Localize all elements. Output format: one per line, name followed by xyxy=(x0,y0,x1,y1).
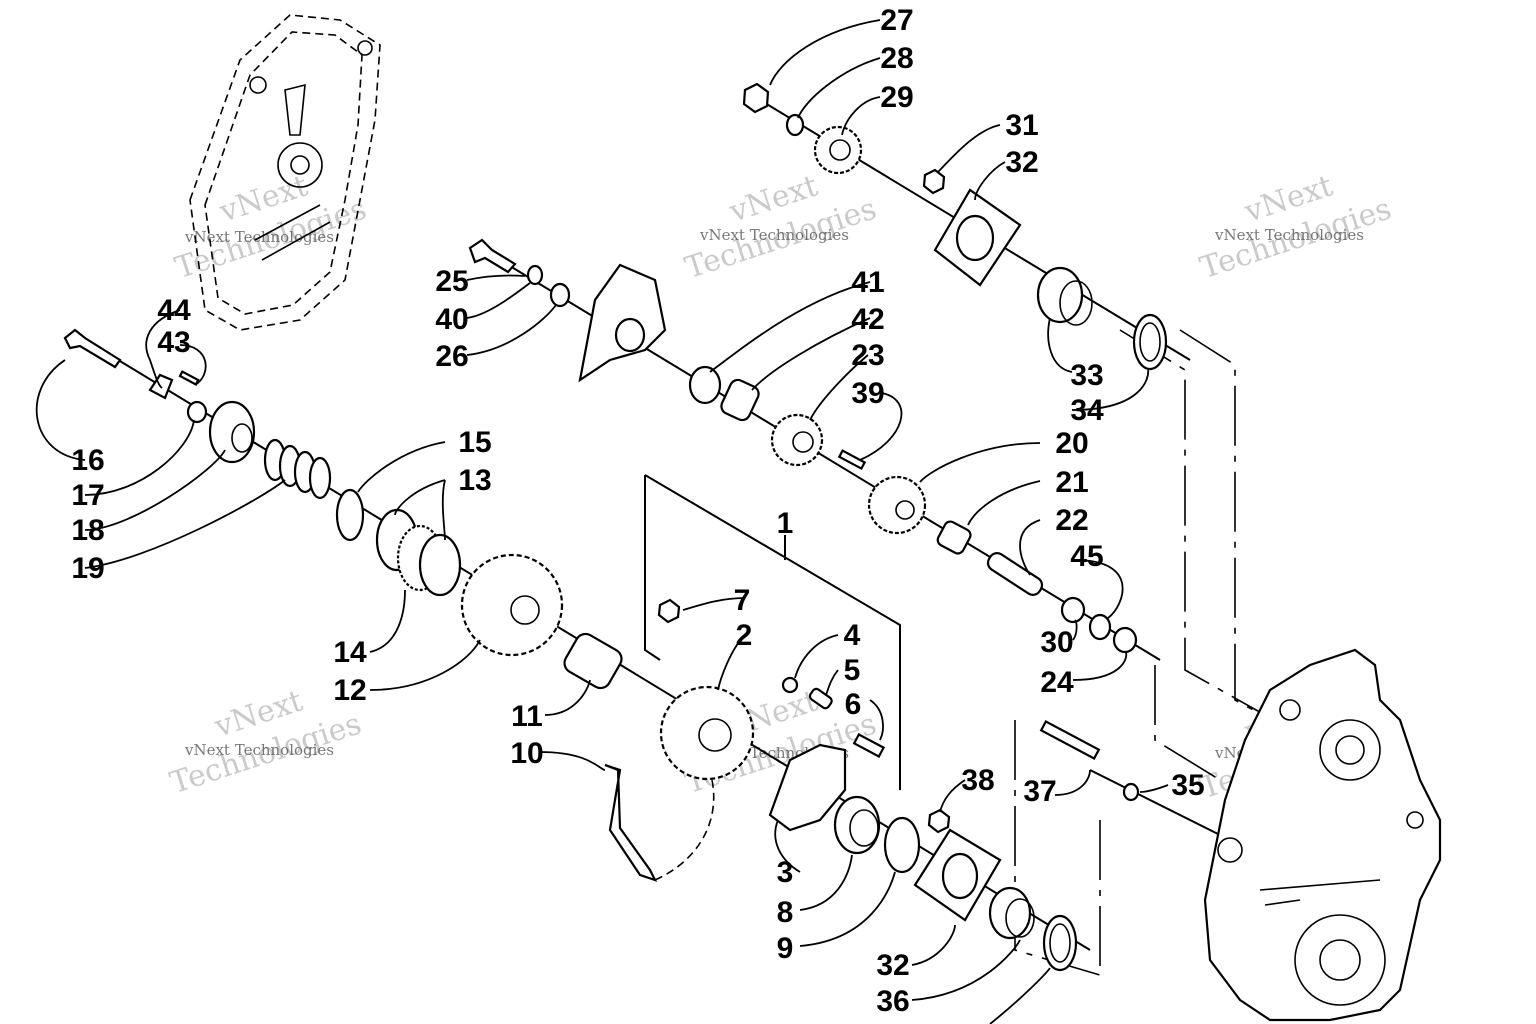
callout-25: 25 xyxy=(435,265,468,298)
bearing-21 xyxy=(936,520,972,555)
callout-27: 27 xyxy=(880,4,913,37)
callout-32-lower: 32 xyxy=(876,949,909,982)
washer-17 xyxy=(186,400,208,424)
spring-5 xyxy=(808,687,833,710)
callout-36: 36 xyxy=(876,985,909,1018)
callout-3: 3 xyxy=(777,856,794,889)
spacer-45 xyxy=(1088,613,1112,641)
callout-29: 29 xyxy=(880,81,913,114)
washer-24 xyxy=(1112,626,1138,654)
pin-39 xyxy=(837,449,867,471)
callout-10: 10 xyxy=(510,737,543,770)
callout-6: 6 xyxy=(845,688,862,721)
callout-28: 28 xyxy=(880,42,913,75)
nut-38 xyxy=(927,808,951,834)
callout-34: 34 xyxy=(1070,394,1104,427)
callout-42: 42 xyxy=(851,303,884,336)
callout-35: 35 xyxy=(1171,769,1204,802)
callout-5: 5 xyxy=(844,654,861,687)
washer-40 xyxy=(526,264,544,286)
callout-32-upper: 32 xyxy=(1005,146,1038,179)
spring-19 xyxy=(263,438,332,500)
washer-30 xyxy=(1060,596,1086,624)
thrust-washer-13b xyxy=(418,533,462,597)
bearing-42 xyxy=(720,378,760,422)
gear-11 xyxy=(563,632,623,690)
callout-19: 19 xyxy=(71,552,104,585)
callout-8: 8 xyxy=(777,896,794,929)
callout-20: 20 xyxy=(1055,427,1088,460)
sprocket-2 xyxy=(659,685,755,781)
spacer-tube-22 xyxy=(986,552,1044,596)
watermark-line: vNext Technologies xyxy=(1214,226,1364,244)
callout-11: 11 xyxy=(511,700,543,733)
callout-23: 23 xyxy=(851,339,884,372)
seal-34 xyxy=(1132,313,1168,371)
seal-36 xyxy=(1042,914,1078,972)
callout-13: 13 xyxy=(458,464,491,497)
cup-18 xyxy=(208,400,256,464)
snap-ring-15 xyxy=(335,488,365,542)
callout-15: 15 xyxy=(458,426,491,459)
callout-14: 14 xyxy=(333,636,367,669)
callout-18: 18 xyxy=(71,514,104,547)
callout-12: 12 xyxy=(333,674,366,707)
callout-39: 39 xyxy=(851,377,884,410)
callout-7: 7 xyxy=(734,584,751,617)
callout-21: 21 xyxy=(1055,466,1088,499)
sprocket-12 xyxy=(460,553,564,657)
chain-10 xyxy=(604,763,715,882)
watermark-line: vNext Technologies xyxy=(184,741,334,759)
chaincase-cover-outline xyxy=(189,14,381,331)
callout-43: 43 xyxy=(157,326,190,359)
callout-41: 41 xyxy=(851,266,884,299)
pin-43 xyxy=(178,370,200,386)
bolt-6 xyxy=(852,732,886,758)
callout-9: 9 xyxy=(777,932,794,965)
gearcase-housing xyxy=(1203,648,1442,1022)
callout-37: 37 xyxy=(1023,775,1056,808)
sprocket-29 xyxy=(813,125,863,175)
washer-26 xyxy=(549,282,571,308)
callout-2: 2 xyxy=(736,619,753,652)
leader-lines xyxy=(35,19,1169,1024)
bearing-36 xyxy=(988,886,1032,940)
callout-26: 26 xyxy=(435,340,468,373)
callout-1: 1 xyxy=(777,507,794,540)
seal-9 xyxy=(883,816,921,874)
brake-3 xyxy=(768,743,847,832)
screw-4 xyxy=(781,676,799,694)
callout-44: 44 xyxy=(157,294,191,327)
nut-31 xyxy=(922,168,946,195)
spacer-41 xyxy=(688,365,722,405)
callout-4: 4 xyxy=(844,619,861,652)
callout-labels: 1 2 3 4 5 6 7 8 9 10 11 12 13 14 15 16 1… xyxy=(71,4,1204,1018)
stud-37 xyxy=(1039,720,1101,760)
callout-24: 24 xyxy=(1040,666,1074,699)
upper-shaft-parts xyxy=(742,82,1168,371)
middle-shaft-parts xyxy=(468,238,1138,654)
callout-33: 33 xyxy=(1070,359,1103,392)
gear-23 xyxy=(770,413,824,467)
nut-27 xyxy=(742,82,770,114)
callout-38: 38 xyxy=(961,764,994,797)
bolt-25 xyxy=(468,238,517,274)
callout-16: 16 xyxy=(71,444,104,477)
callout-22: 22 xyxy=(1055,504,1088,537)
washer-28 xyxy=(785,113,805,137)
callout-31: 31 xyxy=(1005,109,1038,142)
bolt-16 xyxy=(63,328,122,369)
bearing-33 xyxy=(1036,266,1084,324)
assembly-bracket-1 xyxy=(644,474,901,790)
washer-35 xyxy=(1122,782,1140,802)
callout-17: 17 xyxy=(71,479,104,512)
nut-7 xyxy=(657,598,681,624)
watermarks: vNext Technologies vNext Technologies vN… xyxy=(166,168,1396,806)
callout-30: 30 xyxy=(1040,626,1073,659)
callout-45: 45 xyxy=(1070,540,1103,573)
lower-shaft-parts xyxy=(63,328,1140,972)
watermark-line: vNext Technologies xyxy=(699,226,849,244)
callout-40: 40 xyxy=(435,303,468,336)
